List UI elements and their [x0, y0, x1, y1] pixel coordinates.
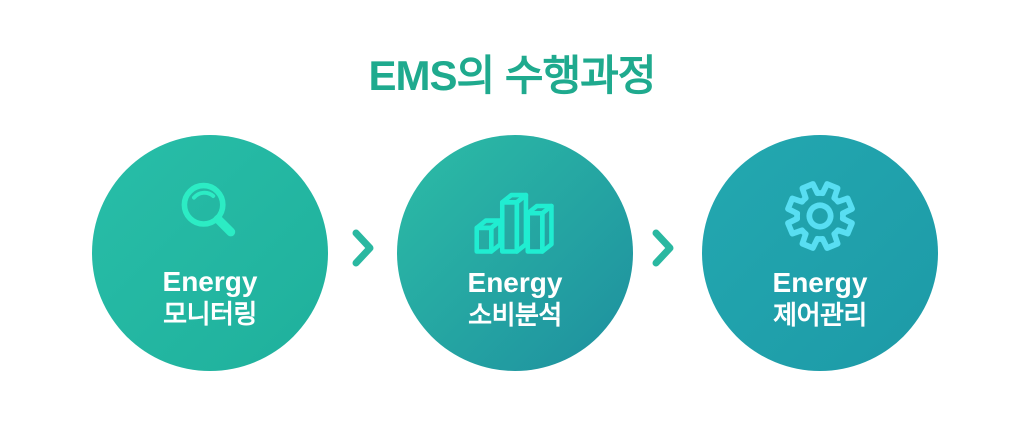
step-energy-analysis: Energy 소비분석 — [397, 135, 633, 371]
step-label-analysis: 소비분석 — [468, 299, 562, 330]
chevron-right-icon — [650, 226, 676, 270]
step-label-energy: Energy — [467, 266, 563, 298]
step-label-control: 제어관리 — [773, 299, 867, 330]
step-energy-monitoring: Energy 모니터링 — [92, 135, 328, 371]
chevron-right-icon — [350, 226, 376, 270]
step-energy-control: Energy 제어관리 — [702, 135, 938, 371]
step-label: Energy 제어관리 — [773, 267, 868, 332]
bar-chart-icon — [469, 175, 561, 257]
gear-icon — [779, 175, 861, 257]
step-label-energy: Energy — [772, 266, 868, 298]
step-label-energy: Energy — [162, 265, 258, 297]
page-title: EMS의 수행과정 — [368, 52, 657, 99]
step-label-monitoring: 모니터링 — [163, 298, 257, 329]
step-label: Energy 모니터링 — [163, 266, 258, 331]
step-label: Energy 소비분석 — [468, 267, 563, 332]
magnifier-icon — [170, 176, 250, 256]
